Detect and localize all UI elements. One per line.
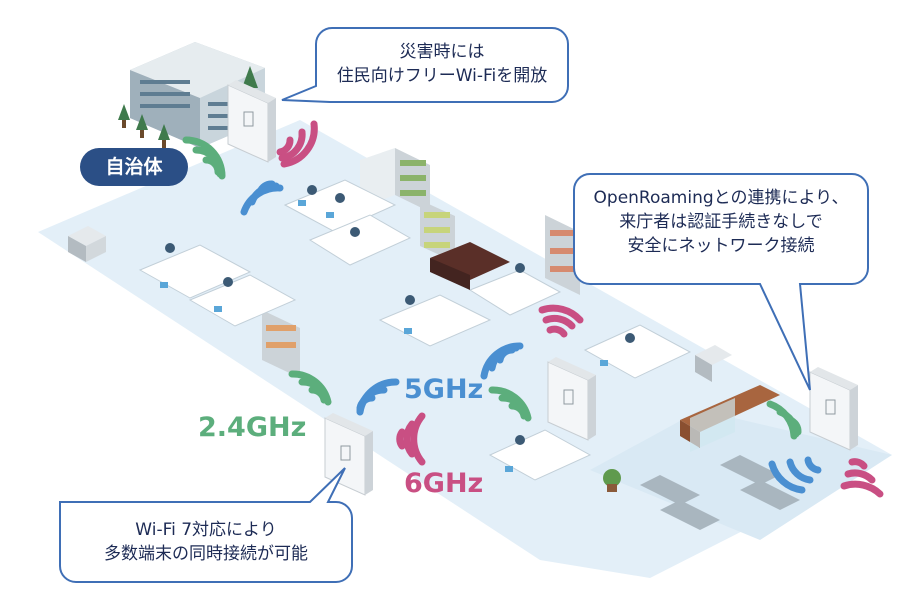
callout-line: 災害時には	[399, 42, 485, 62]
bookshelf	[545, 215, 580, 295]
desk-cluster-4	[488, 324, 692, 481]
callout-line: Wi-Fi 7対応により	[135, 520, 277, 540]
access-point-left	[324, 413, 373, 496]
wifi-icon	[768, 456, 822, 494]
wifi-icon	[766, 400, 802, 440]
workers	[165, 185, 635, 445]
band-label-5ghz: 5GHz	[404, 374, 484, 405]
bookshelf	[420, 200, 455, 262]
callout-line: 多数端末の同時接続が可能	[104, 544, 308, 564]
municipality-tag: 自治体	[80, 148, 188, 186]
copier	[695, 345, 732, 382]
callout-line: 安全にネットワーク接続	[627, 236, 815, 256]
band-label-2-4ghz: 2.4GHz	[198, 412, 307, 443]
access-point-center	[547, 357, 596, 441]
wifi-icon	[182, 136, 226, 180]
wifi-icon	[396, 412, 426, 466]
copier	[68, 226, 106, 262]
plant	[603, 469, 621, 492]
wifi-icon	[276, 120, 318, 168]
access-point-entrance	[227, 80, 276, 163]
callout-line: OpenRoamingとの連携により、	[593, 188, 849, 208]
waiting-chairs	[640, 455, 800, 530]
callout-openroaming-text: OpenRoamingとの連携により、 来庁者は認証手続きなしで 安全にネットワ…	[576, 186, 866, 258]
wifi-icon	[288, 370, 332, 406]
callout-wifi7-text: Wi-Fi 7対応により 多数端末の同時接続が可能	[62, 518, 350, 566]
callout-line: 住民向けフリーWi-Fiを開放	[336, 66, 548, 86]
desk-cluster-1	[283, 179, 412, 266]
reception-counter	[680, 385, 780, 452]
wifi-icon	[240, 180, 284, 216]
bookshelf	[262, 310, 300, 378]
wifi-signals	[182, 120, 884, 498]
callout-disaster	[281, 27, 569, 103]
manager-desk	[430, 242, 510, 290]
wifi-icon	[538, 304, 584, 338]
callout-wifi7	[59, 467, 353, 583]
access-point-lobby	[809, 367, 858, 451]
band-label-6ghz: 6GHz	[404, 468, 484, 499]
monitors	[160, 200, 608, 472]
callout-line: 来庁者は認証手続きなしで	[619, 212, 823, 232]
wifi-icon	[840, 458, 884, 498]
callout-openroaming	[573, 173, 869, 391]
wifi-icon	[488, 386, 532, 422]
wifi-icon	[480, 342, 524, 380]
wifi-icon	[356, 378, 400, 416]
callout-disaster-text: 災害時には 住民向けフリーWi-Fiを開放	[318, 40, 566, 88]
